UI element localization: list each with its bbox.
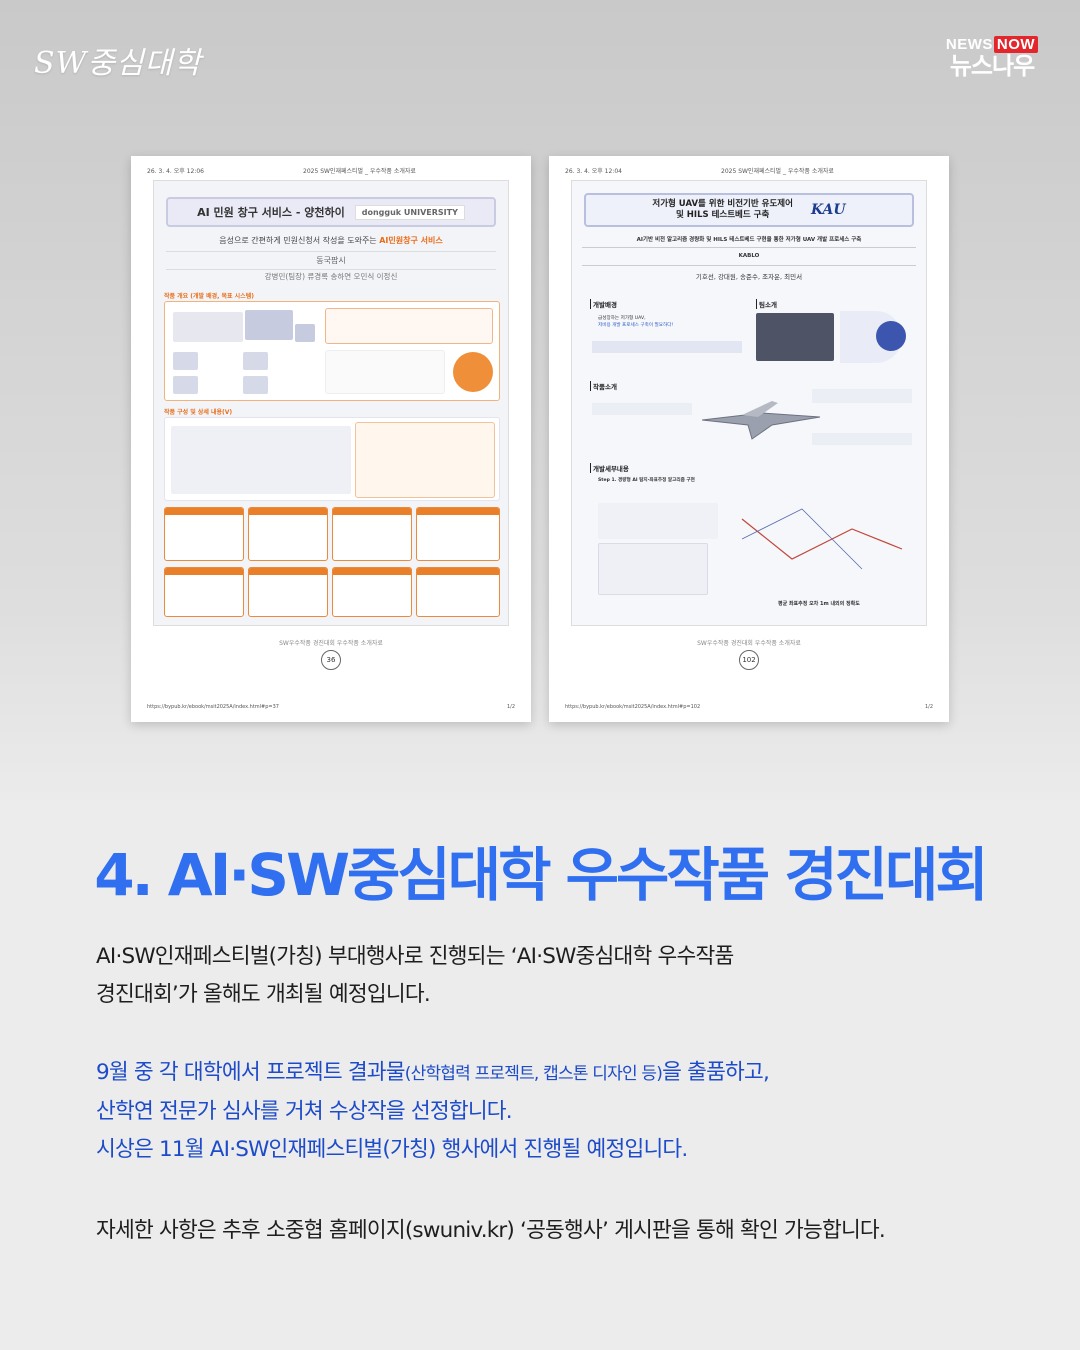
newsnow-logo: NEWS NOW 뉴스나우	[940, 36, 1044, 79]
left-page-count: 1/2	[506, 704, 515, 710]
overview-tablet	[295, 324, 315, 342]
overview-icon-3	[173, 376, 198, 394]
right-poster-title-box: 저가형 UAV를 위한 비전기반 유도제어 및 HILS 테스트베드 구축 KA…	[584, 193, 914, 227]
schedule-line1-note: (산학협력 프로젝트, 캡스톤 디자인 등)	[404, 1064, 663, 1084]
left-poster-card-8	[416, 567, 500, 617]
right-page-url: https://bypub.kr/ebook/msit2025A/index.h…	[565, 704, 701, 710]
paragraph-schedule: 9월 중 각 대학에서 프로젝트 결과물(산학협력 프로젝트, 캡스톤 디자인 …	[96, 1054, 1040, 1169]
left-poster-card-4	[416, 507, 500, 561]
right-page-count: 1/2	[924, 704, 933, 710]
overview-icon-1	[173, 352, 198, 370]
paragraph-more-info: 자세한 사항은 추후 소중협 홈페이지(swuniv.kr) ‘공동행사’ 게시…	[96, 1212, 1040, 1250]
team-blue-badge	[876, 321, 906, 351]
right-page-scan: 26. 3. 4. 오후 12:04 2025 SW인재페스티벌 _ 우수작품 …	[549, 156, 949, 722]
newsnow-logo-news: NEWS	[945, 36, 993, 53]
schedule-line1-end: 을 출품하고,	[662, 1060, 770, 1085]
right-poster-title-line1: 저가형 UAV를 위한 비전기반 유도제어	[652, 199, 793, 209]
kau-logo: KAU	[810, 201, 846, 218]
paragraph-more-info-line1: 자세한 사항은 추후 소중협 홈페이지(swuniv.kr) ‘공동행사’ 게시…	[96, 1218, 886, 1243]
left-poster-architecture	[164, 417, 500, 501]
right-poster-team: KABLO	[738, 253, 760, 259]
left-poster-overview-block	[164, 301, 500, 401]
left-poster-title-box: AI 민원 창구 서비스 - 양천하이 dongguk UNIVERSITY	[166, 197, 496, 227]
left-poster-subtitle: 음성으로 간편하게 민원신청서 작성을 도와주는 AI민원창구 서비스	[166, 235, 496, 246]
right-poster-divider-2	[582, 265, 916, 266]
right-poster-section-background: 개발배경	[590, 299, 617, 309]
right-page-caption: SW우수작품 경진대회 우수작품 소개자료	[697, 640, 801, 647]
work-text-left	[592, 403, 692, 415]
right-poster-bg-table	[592, 341, 742, 353]
right-poster-section-detail: 개발세부내용	[590, 463, 629, 473]
detail-io-table	[598, 503, 718, 539]
overview-orange-circle	[453, 352, 493, 392]
paragraph-intro: AI·SW인재페스티벌(가칭) 부대행사로 진행되는 ‘AI·SW중심대학 우수…	[96, 938, 1040, 1014]
left-poster-section-1: 작품 개요 (개발 배경, 목표 시스템)	[164, 293, 254, 300]
left-poster-card-3	[332, 507, 412, 561]
newsnow-logo-top: NEWS NOW	[940, 36, 1044, 53]
right-page-footer: https://bypub.kr/ebook/msit2025A/index.h…	[565, 704, 933, 710]
left-page-scan: 26. 3. 4. 오후 12:06 2025 SW인재페스티벌 _ 우수작품 …	[131, 156, 531, 722]
right-poster-bg-line2: 저비용 개발 프로세스 구축이 필요하다!	[598, 323, 674, 328]
team-photo	[756, 313, 834, 361]
left-page-header-title: 2025 SW인재페스티벌 _ 우수작품 소개자료	[303, 168, 416, 175]
right-poster: 저가형 UAV를 위한 비전기반 유도제어 및 HILS 테스트베드 구축 KA…	[571, 180, 927, 626]
uav-drone-icon	[702, 401, 821, 440]
left-page-number: 36	[321, 650, 341, 670]
left-page-date: 26. 3. 4. 오후 12:06	[147, 168, 204, 175]
paragraph-intro-line2: 경진대회’가 올해도 개최될 예정입니다.	[96, 982, 431, 1007]
overview-text-art	[173, 312, 243, 342]
architecture-table	[355, 422, 495, 498]
paragraph-schedule-line2: 산학연 전문가 심사를 거쳐 수상작을 선정합니다.	[96, 1099, 513, 1124]
left-poster-section-2: 작품 구성 및 상세 내용(V)	[164, 409, 233, 416]
left-poster-card-2	[248, 507, 328, 561]
right-poster-bg-line1: 급성장하는 저가형 UAV,	[598, 316, 646, 321]
detail-trajectory-plot	[741, 508, 903, 570]
work-text-right-1	[812, 389, 912, 403]
left-page-caption: SW우수작품 경진대회 우수작품 소개자료	[279, 640, 383, 647]
right-poster-title-line2: 및 HILS 테스트베드 구축	[676, 210, 770, 220]
left-poster: AI 민원 창구 서비스 - 양천하이 dongguk UNIVERSITY 음…	[153, 180, 509, 626]
overview-monitor	[245, 310, 293, 340]
paragraph-schedule-line1: 9월 중 각 대학에서 프로젝트 결과물(산학협력 프로젝트, 캡스톤 디자인 …	[96, 1054, 1040, 1093]
detail-model-diagram	[598, 543, 708, 595]
right-poster-accuracy: 평균 좌표추정 오차 1m 내외의 정확도	[778, 601, 860, 607]
architecture-diagram	[171, 426, 351, 494]
left-poster-subtitle-highlight: AI민원창구 서비스	[379, 236, 443, 245]
paragraph-schedule-line3: 시상은 11월 AI·SW인재페스티벌(가칭) 행사에서 진행될 예정입니다.	[96, 1137, 688, 1162]
right-poster-bg-text: 급성장하는 저가형 UAV, 저비용 개발 프로세스 구축이 필요하다!	[598, 315, 673, 329]
overview-icon-2	[243, 352, 268, 370]
left-page-footer: https://bypub.kr/ebook/msit2025A/index.h…	[147, 704, 515, 710]
newsnow-logo-korean: 뉴스나우	[949, 52, 1035, 80]
newsnow-logo-now: NOW	[993, 36, 1039, 53]
left-poster-card-1	[164, 507, 244, 561]
left-poster-card-7	[332, 567, 412, 617]
left-poster-members: 강병민(팀장) 류경록 송하연 오민식 이정신	[264, 272, 398, 281]
overview-icon-4	[243, 376, 268, 394]
left-poster-team: 동국팝시	[166, 251, 496, 270]
right-page-header-title: 2025 SW인재페스티벌 _ 우수작품 소개자료	[721, 168, 834, 175]
right-poster-members: 기호선, 강대원, 송준수, 조자운, 최민서	[695, 273, 803, 281]
right-poster-step1: Step 1. 경량형 AI 탐지·좌표추정 알고리즘 구현	[598, 478, 695, 483]
left-page-header: 26. 3. 4. 오후 12:06 2025 SW인재페스티벌 _ 우수작품 …	[147, 166, 515, 175]
page-title: 4. AI·SW중심대학 우수작품 경진대회	[94, 841, 989, 909]
left-poster-subtitle-text: 음성으로 간편하게 민원신청서 작성을 도와주는	[219, 236, 380, 245]
right-page-date: 26. 3. 4. 오후 12:04	[565, 168, 622, 175]
right-poster-divider-1	[582, 247, 916, 248]
schedule-line1-main: 9월 중 각 대학에서 프로젝트 결과물	[96, 1060, 406, 1085]
left-poster-card-6	[248, 567, 328, 617]
left-page-url: https://bypub.kr/ebook/msit2025A/index.h…	[147, 704, 279, 710]
paragraph-intro-line1: AI·SW인재페스티벌(가칭) 부대행사로 진행되는 ‘AI·SW중심대학 우수…	[96, 944, 734, 969]
right-poster-section-team: 팀소개	[756, 299, 777, 309]
right-page-number: 102	[739, 650, 759, 670]
sw-central-university-logo: SW중심대학	[34, 46, 202, 81]
left-poster-card-5	[164, 567, 244, 617]
right-poster-section-work: 작품소개	[590, 381, 617, 391]
dongguk-logo: dongguk UNIVERSITY	[354, 204, 465, 220]
left-poster-title: AI 민원 창구 서비스 - 양천하이	[197, 206, 345, 219]
work-text-right-2	[812, 433, 912, 445]
right-page-header: 26. 3. 4. 오후 12:04 2025 SW인재페스티벌 _ 우수작품 …	[565, 166, 933, 175]
right-poster-subtitle: AI기반 비전 알고리즘 경량화 및 HILS 테스트베드 구현을 통한 저가형…	[636, 237, 862, 243]
overview-solution	[325, 350, 445, 394]
overview-flow	[325, 308, 493, 344]
